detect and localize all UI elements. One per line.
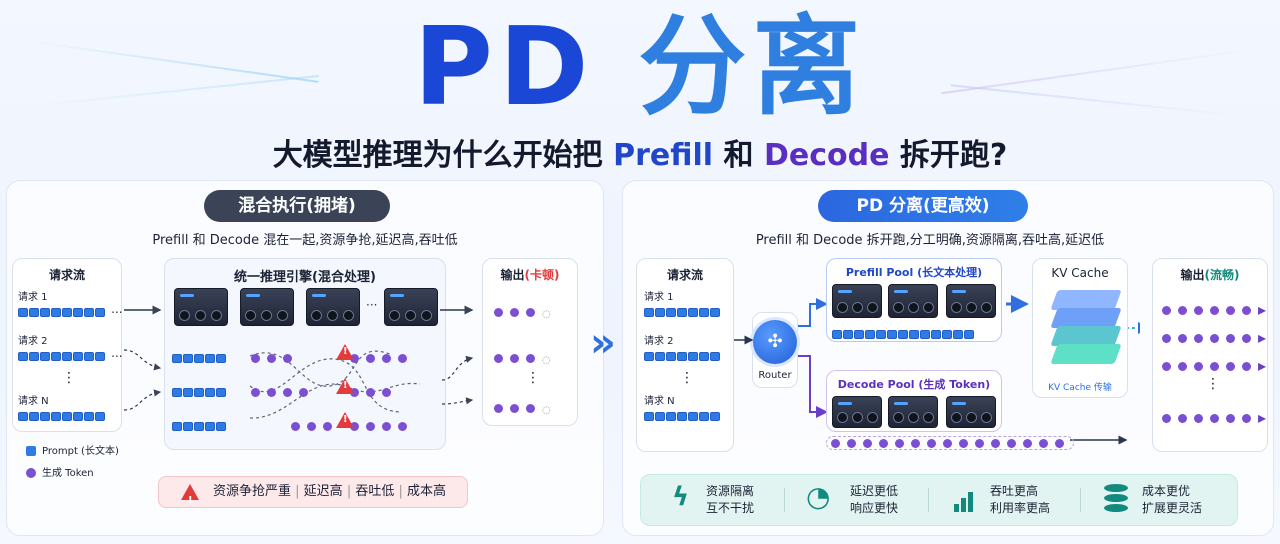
mixed-output-ellipsis: ⋮ <box>526 370 540 386</box>
server-icon <box>888 396 938 428</box>
warning-icon: ! <box>181 484 199 506</box>
benefit-2: 延迟更低响应更快 <box>850 484 899 515</box>
router-icon: ✣ <box>753 320 797 364</box>
mixed-request-title: 请求流 <box>48 268 85 282</box>
gauge-icon: ◔ <box>806 480 831 513</box>
mixed-output-row: ◌ <box>494 398 551 417</box>
pd-caption: Prefill 和 Decode 拆开跑,分工明确,资源隔离,吞吐高,延迟低 <box>755 233 1105 248</box>
page-subtitle: 大模型推理为什么开始把 Prefill 和 Decode 拆开跑? <box>0 136 1280 176</box>
subtitle-before: 大模型推理为什么开始把 <box>272 138 614 173</box>
pd-request-2-label: 请求 2 <box>644 336 674 347</box>
prompt-square-icon <box>26 446 36 456</box>
kv-cache-title: KV Cache <box>1051 266 1109 280</box>
kv-cache-caption: KV Cache 传输 <box>1048 383 1112 393</box>
mixed-output-box <box>482 258 578 426</box>
mixed-request-n-label: 请求 N <box>18 396 49 407</box>
decode-tokens <box>826 436 1074 450</box>
token-dot-icon <box>26 468 36 478</box>
server-icon <box>306 288 360 326</box>
legend-token: 生成 Token <box>26 464 94 479</box>
problem-summary: ! 资源争抢严重 | 延迟高 | 吞吐低 | 成本高 <box>158 476 468 508</box>
more-servers: ··· <box>366 298 378 312</box>
chevron-right-icon: » <box>590 320 616 366</box>
pd-output-row: ▸ <box>1162 356 1266 375</box>
subtitle-after: 拆开跑? <box>889 138 1008 173</box>
server-icon <box>832 396 882 428</box>
subtitle-prefill: Prefill <box>613 138 714 173</box>
mixed-request-1-tokens: ··· <box>18 302 123 321</box>
mixed-request-2-tokens: ··· <box>18 346 123 365</box>
title-fenli: 分离 <box>638 5 867 130</box>
subtitle-decode: Decode <box>763 138 890 173</box>
engine-row-3 <box>172 416 339 435</box>
growth-chart-icon <box>952 486 978 512</box>
mixed-output-status: (卡顿) <box>524 268 560 282</box>
benefit-4: 成本更优扩展更灵活 <box>1142 484 1203 515</box>
pd-output-row: ▸ <box>1162 408 1266 427</box>
pd-request-n-tokens <box>644 406 721 425</box>
mixed-request-1-label: 请求 1 <box>18 292 48 303</box>
divider <box>1080 488 1081 512</box>
pd-flow-arrows <box>734 295 1140 445</box>
pd-request-2-tokens <box>644 346 721 365</box>
warning-icon: ! <box>336 412 354 428</box>
engine-row-2 <box>172 382 315 401</box>
loading-icon: ◌ <box>542 405 551 416</box>
pd-request-1-tokens <box>644 302 721 321</box>
loading-icon: ◌ <box>542 355 551 366</box>
decode-pool-title: Decode Pool (生成 Token) <box>837 378 991 391</box>
pd-request-1-label: 请求 1 <box>644 292 674 303</box>
pd-request-ellipsis: ⋮ <box>680 370 694 386</box>
pd-output-title: 输出(流畅) <box>1180 268 1240 282</box>
warning-icon: ! <box>336 378 354 394</box>
mixed-output-title: 输出(卡顿) <box>500 268 560 282</box>
server-icon <box>832 284 882 318</box>
database-icon <box>1104 484 1128 514</box>
pd-output-row: ▸ <box>1162 328 1266 347</box>
pd-output-ellipsis: ⋮ <box>1206 376 1220 392</box>
benefit-3: 吞吐更高利用率更高 <box>990 484 1051 515</box>
mixed-request-ellipsis: ⋮ <box>62 370 76 386</box>
mixed-caption: Prefill 和 Decode 混在一起,资源争抢,延迟高,吞吐低 <box>152 233 458 248</box>
loading-icon: ◌ <box>542 309 551 320</box>
benefit-1: 资源隔离互不干扰 <box>706 484 755 515</box>
legend-prompt: Prompt (长文本) <box>26 442 119 457</box>
mixed-request-box <box>12 258 122 432</box>
pd-request-n-label: 请求 N <box>644 396 675 407</box>
server-icon <box>174 288 228 326</box>
pd-output-status: (流畅) <box>1204 268 1240 282</box>
router-label: Router <box>758 370 792 381</box>
engine-row-tail <box>350 416 414 435</box>
pd-pill: PD 分离(更高效) <box>818 190 1028 222</box>
tangled-streams <box>123 305 474 419</box>
subtitle-mid: 和 <box>713 138 764 173</box>
warning-icon: ! <box>336 344 354 360</box>
unified-engine-title: 统一推理引擎(混合处理) <box>234 270 376 285</box>
prefill-pool-title: Prefill Pool (长文本处理) <box>845 266 983 279</box>
server-icon <box>946 284 996 318</box>
pd-output-row: ▸ <box>1162 300 1266 319</box>
mixed-pill: 混合执行(拥堵) <box>204 190 390 222</box>
title-pd: PD <box>413 5 595 130</box>
engine-row-tail <box>350 382 398 401</box>
prefill-tokens <box>832 324 975 343</box>
server-icon <box>888 284 938 318</box>
mixed-output-row: ◌ <box>494 348 551 367</box>
engine-row-tail <box>350 348 414 367</box>
lightning-icon: ϟ <box>672 482 690 512</box>
divider <box>784 488 785 512</box>
server-icon <box>946 396 996 428</box>
pd-request-title: 请求流 <box>666 268 703 282</box>
mixed-request-n-tokens <box>18 406 106 425</box>
divider <box>928 488 929 512</box>
benefit-summary <box>640 474 1238 526</box>
page-title: PD 分离 <box>0 4 1280 132</box>
mixed-output-row: ◌ <box>494 302 551 321</box>
server-icon <box>384 288 438 326</box>
engine-row-1 <box>172 348 299 367</box>
server-icon <box>240 288 294 326</box>
mixed-request-2-label: 请求 2 <box>18 336 48 347</box>
